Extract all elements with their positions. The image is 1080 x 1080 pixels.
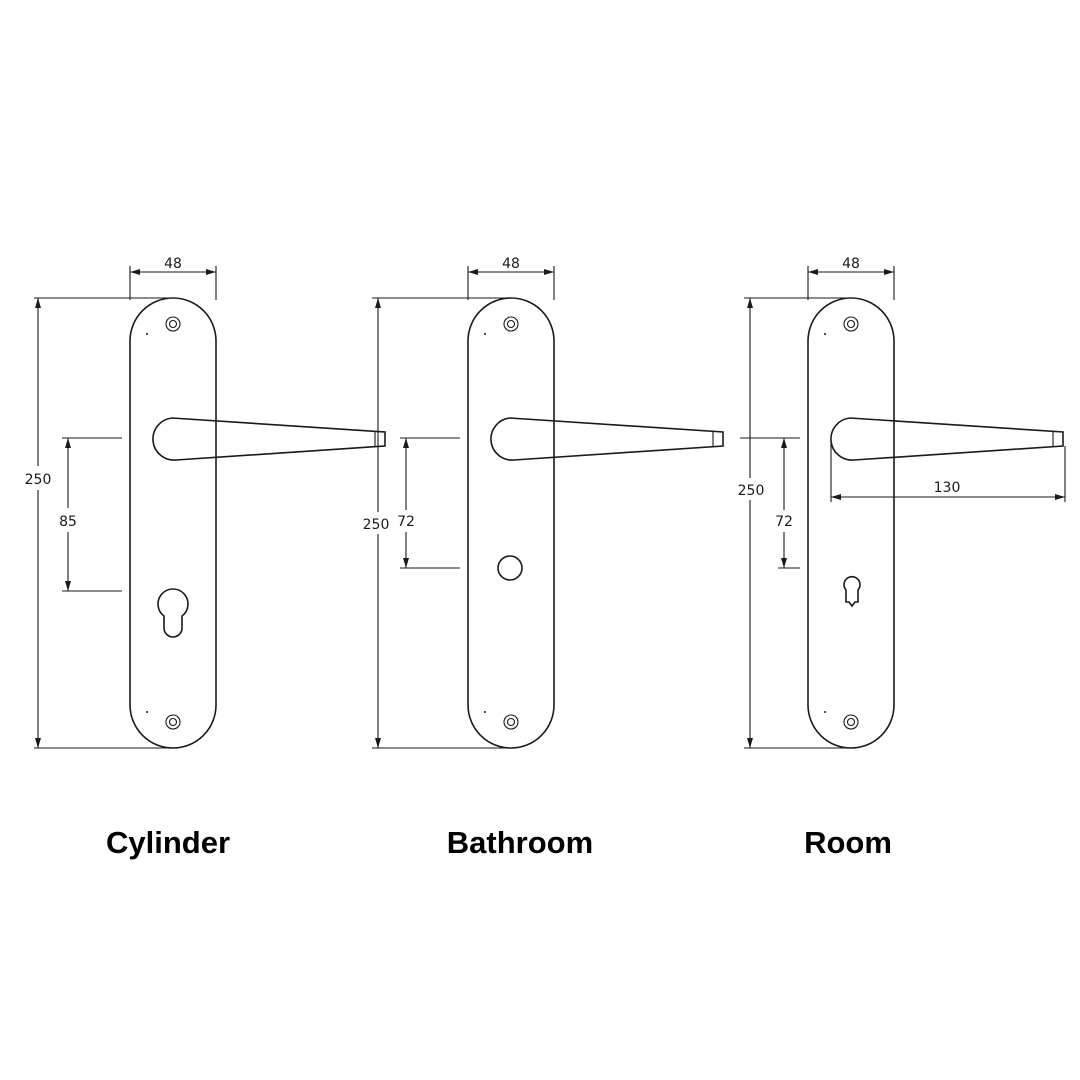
keyhole-icon bbox=[843, 575, 861, 608]
center-distance-label: 85 bbox=[59, 514, 77, 530]
caption-cylinder: Cylinder bbox=[106, 825, 230, 860]
center-distance-dimension bbox=[778, 438, 800, 569]
lever-length-label: 130 bbox=[934, 480, 961, 496]
height-label: 250 bbox=[738, 483, 765, 499]
backplate-with-lever bbox=[399, 265, 724, 749]
center-distance-dimension bbox=[62, 438, 122, 592]
height-dimension bbox=[34, 297, 172, 749]
height-label: 250 bbox=[363, 517, 390, 533]
center-distance-dimension bbox=[400, 438, 460, 569]
thumb-turn-icon bbox=[497, 555, 523, 581]
width-label: 48 bbox=[164, 256, 182, 272]
caption-bathroom: Bathroom bbox=[447, 825, 593, 860]
backplate-with-lever bbox=[739, 265, 1064, 749]
height-label: 250 bbox=[25, 472, 52, 488]
backplate-with-lever bbox=[61, 265, 386, 749]
handle-bathroom: 250 48 72 Bathroom bbox=[363, 256, 724, 860]
width-label: 48 bbox=[502, 256, 520, 272]
handle-room: 250 48 72 130 Room bbox=[738, 256, 1066, 860]
height-dimension bbox=[744, 297, 850, 749]
lever-length-dimension bbox=[830, 440, 1066, 502]
handle-cylinder: 250 48 85 Cylinder bbox=[25, 256, 386, 860]
caption-room: Room bbox=[804, 825, 892, 860]
width-label: 48 bbox=[842, 256, 860, 272]
height-dimension bbox=[372, 297, 510, 749]
center-distance-label: 72 bbox=[397, 514, 415, 530]
center-distance-label: 72 bbox=[775, 514, 793, 530]
euro-cylinder-hole-icon bbox=[157, 588, 189, 638]
